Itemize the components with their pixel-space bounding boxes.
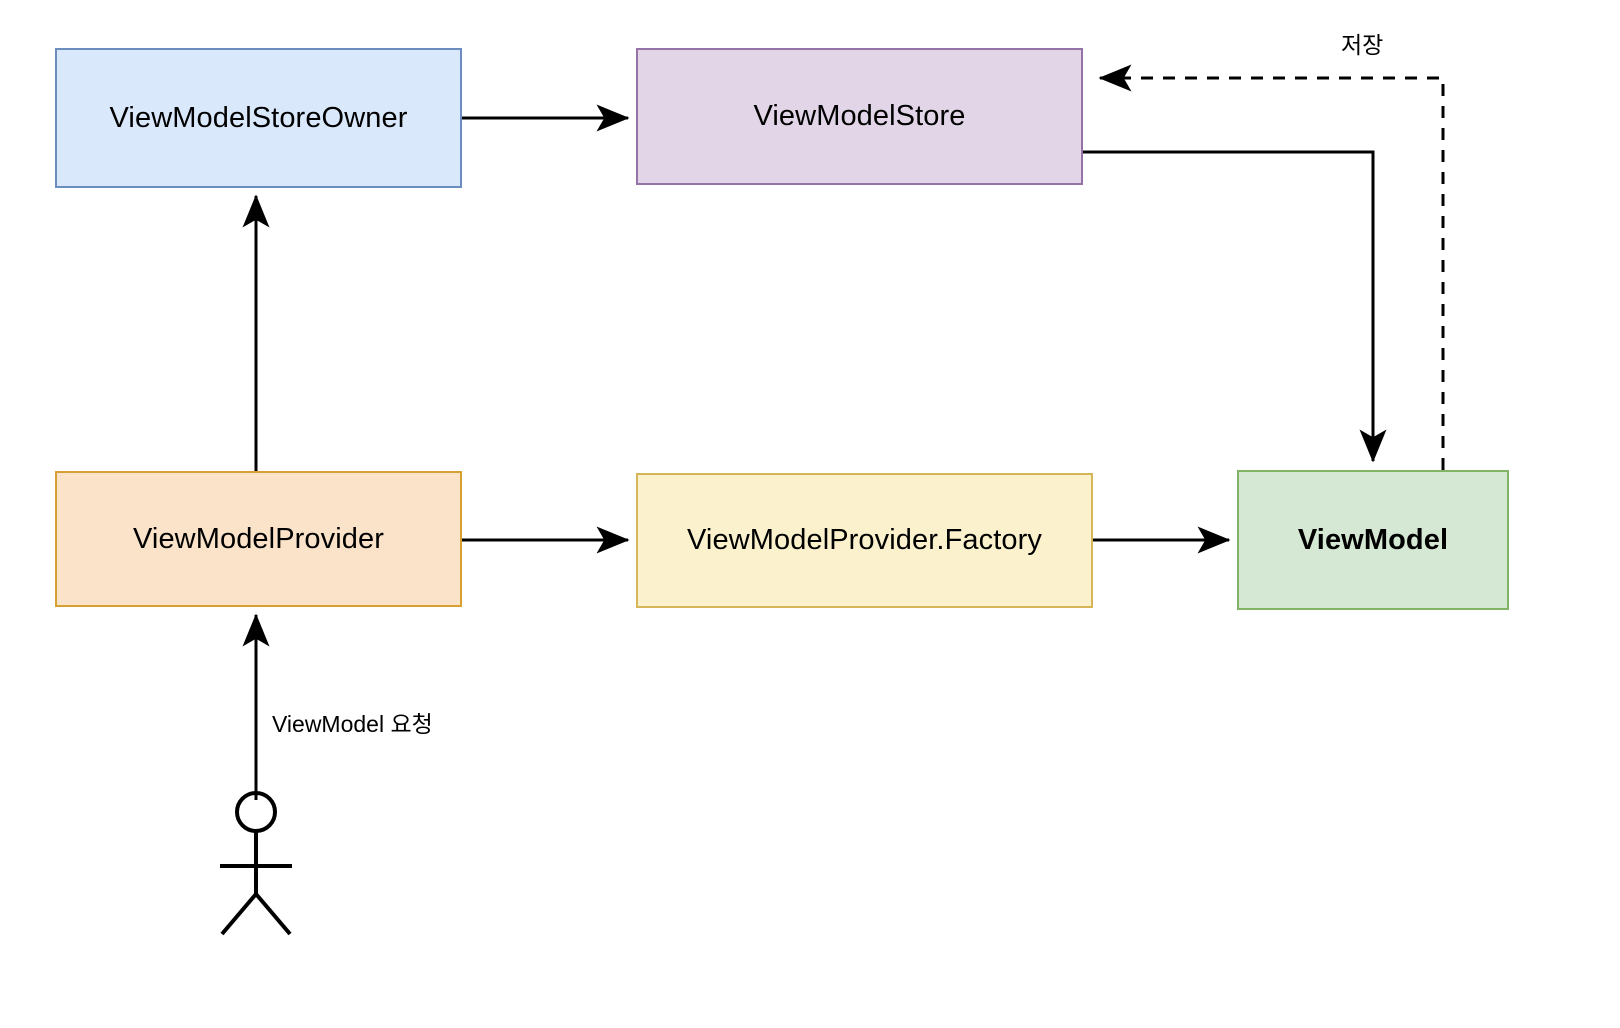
node-viewmodel[interactable]: ViewModel (1237, 470, 1509, 610)
node-viewmodelstoreowner-label: ViewModelStoreOwner (109, 101, 408, 134)
node-viewmodelstore[interactable]: ViewModelStore (636, 48, 1083, 185)
node-viewmodelprovider[interactable]: ViewModelProvider (55, 471, 462, 607)
actor-left-leg-line (220, 892, 258, 936)
edge-store-to-viewmodel (1083, 150, 1387, 463)
node-viewmodel-label: ViewModel (1297, 523, 1449, 556)
node-viewmodelprovider-factory-label: ViewModelProvider.Factory (687, 524, 1042, 557)
node-viewmodelprovider-factory[interactable]: ViewModelProvider.Factory (636, 473, 1093, 608)
edge-label-save: 저장 (1341, 32, 1384, 58)
edge-viewmodel-to-store-save (1098, 64, 1445, 470)
edge-label-viewmodel-request: ViewModel 요청 (272, 711, 433, 737)
node-viewmodelprovider-label: ViewModelProvider (132, 522, 384, 555)
actor-head-icon (235, 791, 277, 833)
stick-figure-actor (220, 791, 292, 936)
node-viewmodelstoreowner[interactable]: ViewModelStoreOwner (55, 48, 462, 188)
node-viewmodelstore-label: ViewModelStore (753, 100, 966, 133)
actor-right-leg-line (254, 892, 292, 936)
